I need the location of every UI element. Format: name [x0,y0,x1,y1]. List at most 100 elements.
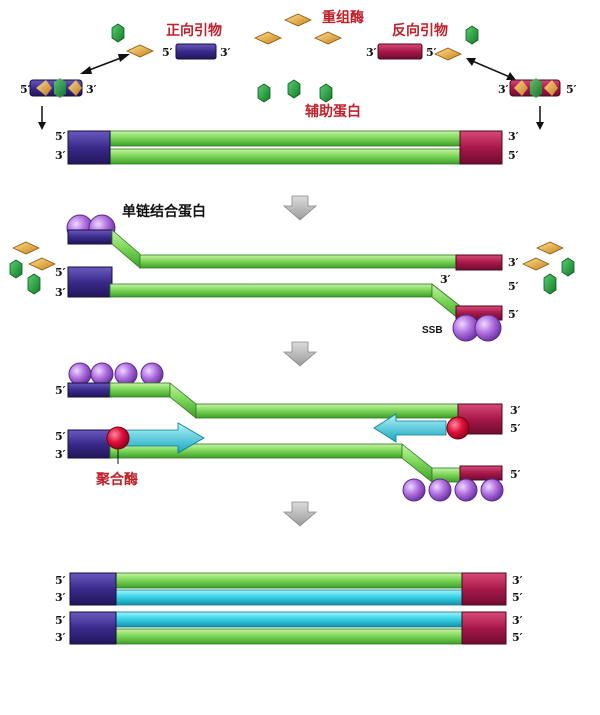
stage-3: 5′ 3′ 5′ 5′ 3′ 聚合酶 5′ [55,362,521,502]
end-label-3: 3′ [55,149,66,162]
forward-primer [175,43,217,60]
hexagon-icon [530,78,542,98]
template-strand-top [107,130,463,147]
forward-end-block [69,611,117,645]
end-label-3: 3′ [55,286,66,299]
diamond-icon [284,13,312,27]
extension-arrow-right-icon [123,422,205,454]
circle-icon [480,478,504,502]
end-label-5: 5′ [55,430,66,443]
end-label-3: 3′ [512,614,523,627]
new-strand [113,611,465,628]
forward-end-block [67,429,113,459]
arrow-head-icon [38,122,46,130]
circle-icon [140,362,164,386]
end-label-5: 5′ [55,384,66,397]
forward-end-block [67,266,113,298]
reverse-primer [455,254,503,271]
stage-2: 单链结合蛋白 3′ 3′ 5′ 3′ 5′ 5′ SSB [9,203,575,342]
diamond-icon [544,80,558,96]
circle-icon [90,362,114,386]
polymerase-label: 聚合酶 [95,471,138,488]
new-strand [113,589,465,606]
end-label-3: 3′ [220,46,231,59]
recombinase-label: 重组酶 [322,9,364,26]
arrow-head-icon [466,58,476,66]
end-label-3: 3′ [512,574,523,587]
ssb-protein-label: 单链结合蛋白 [122,203,206,220]
diamond-icon [68,80,82,96]
end-label-3: 3′ [86,83,97,96]
circle-icon [68,362,92,386]
arrow-head-icon [506,72,516,80]
hexagon-icon [9,259,23,279]
template-strand-top [195,403,459,419]
diamond-icon [12,241,40,255]
end-label-5: 5′ [55,614,66,627]
hexagon-icon [257,83,271,103]
end-label-5: 5′ [55,266,66,279]
hexagon-icon [111,23,125,43]
end-label-3: 3′ [508,130,519,143]
forward-end-block [69,572,117,606]
reverse-end-block [459,130,503,165]
diamond-icon [522,257,550,271]
template-strand-slant [401,443,433,483]
forward-primer [67,382,113,398]
extension-arrow-left-icon [373,413,447,443]
forward-primer-label: 正向引物 [166,22,222,39]
diamond-icon [434,47,462,61]
arrow-head-icon [536,122,544,130]
template-strand [113,628,465,645]
forward-end-block [67,130,111,165]
template-strand-bottom [107,148,463,165]
circle-icon [454,478,478,502]
arrow-down-icon [282,501,318,527]
template-strand-slant [111,229,141,269]
ssb-label: SSB [422,325,443,336]
diamond-icon [536,241,564,255]
stage-4: 5′ 3′ 3′ 5′ 5′ 3′ 3′ 5′ [55,572,523,645]
arrow-head-icon [118,54,130,62]
end-label-3: 3′ [498,83,509,96]
end-label-5: 5′ [510,468,521,481]
template-strand-bottom [109,283,433,298]
end-label-3: 3′ [55,591,66,604]
reverse-end-block [461,572,507,606]
circle-icon [114,362,138,386]
end-label-3: 3′ [55,631,66,644]
reverse-end-block [461,611,507,645]
binding-arrow [83,55,127,73]
hexagon-icon [561,257,575,277]
diamond-icon [254,31,282,45]
diamond-icon [314,31,342,45]
polymerase-icon [106,426,130,450]
forward-primer [67,229,113,245]
end-label-3: 3′ [366,46,377,59]
arrow-down-icon [282,195,318,221]
hexagon-icon [54,78,66,98]
diamond-icon [126,44,154,58]
reverse-primer [377,43,423,60]
circle-icon [428,478,452,502]
end-label-3: 3′ [510,404,521,417]
end-label-5: 5′ [508,308,519,321]
end-label-5: 5′ [510,422,521,435]
accessory-protein-label: 辅助蛋白 [305,103,361,120]
hexagon-icon [319,83,333,103]
end-label-5: 5′ [508,280,519,293]
hexagon-icon [465,25,479,45]
end-label-5: 5′ [20,83,31,96]
binding-arrow [469,59,513,79]
diamond-icon [28,257,56,271]
end-label-5: 5′ [162,46,173,59]
end-label-5: 5′ [512,591,523,604]
end-label-5: 5′ [508,149,519,162]
circle-icon [474,314,502,342]
polymerase-icon [446,416,470,440]
end-label-3: 3′ [440,273,451,286]
arrow-head-icon [80,66,92,74]
end-label-5: 5′ [55,574,66,587]
arrow-down-icon [282,341,318,367]
